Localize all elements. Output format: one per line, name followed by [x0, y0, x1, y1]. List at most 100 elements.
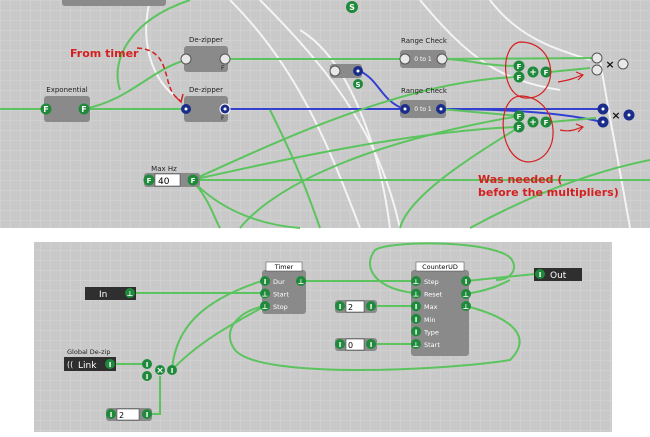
int-glyph: I: [465, 278, 468, 286]
max-hz-value: 40: [158, 177, 170, 187]
multiplier-bottom-node[interactable]: I I × I: [142, 359, 177, 381]
counter-port-label: Step: [424, 278, 439, 286]
float-glyph: F: [517, 63, 522, 71]
counter-port-min[interactable]: [411, 313, 421, 324]
global-dezip-label: Global De-zip: [67, 348, 111, 356]
int-glyph: I: [110, 411, 113, 419]
small-dezip-node[interactable]: S: [329, 64, 363, 89]
dezipper-upper-label: De-zipper: [189, 36, 223, 44]
counter-output-port-3[interactable]: [461, 301, 471, 311]
int-glyph: I: [146, 411, 149, 419]
range-upper-value: 0 to 1: [414, 56, 432, 63]
multiplier-lower-node[interactable]: ×: [597, 103, 635, 128]
int-value-node-a[interactable]: I 2 I: [335, 300, 377, 313]
small-dezip-sample-port[interactable]: [353, 79, 363, 89]
max-hz-output-port[interactable]: [187, 174, 199, 186]
int-value-a-output[interactable]: [366, 301, 376, 311]
counter-port-label: Type: [423, 328, 439, 336]
counter-port-type[interactable]: [411, 326, 421, 337]
out-input-port[interactable]: [535, 269, 545, 279]
counter-output-port-1[interactable]: [461, 276, 471, 286]
trigger-glyph: ⊥: [298, 278, 304, 286]
float-glyph: F: [221, 115, 225, 122]
exponential-label: Exponential: [46, 86, 87, 94]
dezipper-upper-node[interactable]: De-zipper F: [180, 36, 231, 72]
port-glyph: ⊥: [413, 341, 419, 349]
counter-port-label: Max: [424, 303, 438, 311]
from-timer-arrow: [136, 47, 181, 101]
int-value-b-output[interactable]: [142, 409, 152, 419]
int-glyph: I: [146, 373, 149, 381]
counter-port-start[interactable]: [411, 339, 421, 349]
int-value-a-field[interactable]: [345, 300, 365, 313]
from-timer-annotation: From timer: [70, 47, 139, 60]
int-glyph: I: [146, 361, 149, 369]
int-value-node-b[interactable]: I 2 I: [106, 408, 152, 421]
times-icon: ×: [611, 109, 620, 122]
port-glyph: I: [264, 278, 267, 286]
counter-port-reset[interactable]: [411, 288, 421, 299]
float-glyph: F: [517, 113, 522, 121]
times-icon: ×: [605, 58, 614, 71]
port-glyph: I: [415, 316, 418, 324]
dezipper-lower-node[interactable]: De-zipper F: [181, 86, 231, 122]
int-glyph: I: [171, 367, 174, 375]
adder-upper-node[interactable]: F F + F: [513, 60, 552, 83]
adder-lower-node[interactable]: F F + F: [513, 110, 552, 133]
partial-node[interactable]: [62, 0, 166, 6]
port-glyph: ⊥: [413, 291, 419, 299]
int-glyph: I: [370, 303, 373, 311]
timer-title: Timer: [274, 263, 294, 271]
plus-icon: +: [529, 118, 537, 128]
dezipper-lower-label: De-zipper: [189, 86, 223, 94]
sample-glyph: S: [349, 3, 355, 12]
counter-port-step[interactable]: [411, 276, 421, 286]
max-hz-value-field[interactable]: [154, 173, 181, 187]
range-lower-value: 0 to 1: [414, 106, 432, 113]
range-upper-input-port[interactable]: [399, 53, 411, 65]
plus-icon: +: [529, 68, 537, 78]
int-value-c: 0: [348, 341, 353, 350]
in-label: In: [99, 290, 107, 300]
range-check-lower-node[interactable]: Range Check 0 to 1: [400, 87, 448, 118]
float-glyph: F: [43, 105, 48, 114]
int-value-c-output[interactable]: [366, 339, 376, 349]
bottom-wires: [113, 242, 536, 415]
range-check-upper-node[interactable]: Range Check 0 to 1: [399, 37, 448, 68]
global-dezip-node[interactable]: Global De-zip (( Link I: [64, 348, 116, 371]
trigger-glyph: ⊥: [463, 303, 469, 311]
timer-port-start[interactable]: [260, 288, 270, 299]
int-value-c-field[interactable]: [345, 338, 365, 351]
exponential-node[interactable]: Exponential F F: [40, 86, 91, 122]
timer-output-port[interactable]: [296, 276, 306, 286]
counter-port-max[interactable]: [411, 301, 421, 312]
exponential-input-port[interactable]: [40, 103, 52, 115]
top-sample-port[interactable]: [346, 1, 358, 13]
in-node[interactable]: In ⊥: [85, 287, 136, 300]
dezipper-upper-input-port[interactable]: [180, 53, 192, 65]
int-value-node-c[interactable]: I 0 I: [335, 338, 377, 351]
out-node[interactable]: I Out: [534, 268, 582, 281]
counter-output-port-2[interactable]: [461, 289, 471, 299]
int-glyph: I: [109, 361, 112, 369]
timer-port-label: Start: [273, 291, 289, 299]
exponential-output-port[interactable]: [78, 103, 90, 115]
int-value-b-field[interactable]: [116, 408, 140, 421]
float-glyph: F: [544, 119, 549, 127]
dezipper-upper-output-port[interactable]: [219, 53, 231, 65]
port-glyph: ⊥: [413, 278, 419, 286]
global-dezip-output-port[interactable]: [105, 359, 115, 369]
timer-port-stop[interactable]: [260, 301, 270, 311]
timer-port-dur[interactable]: [260, 276, 270, 286]
port-glyph: ⊥: [262, 303, 268, 311]
max-hz-node[interactable]: Max Hz F 40 F: [143, 165, 201, 187]
multiplier-upper-node[interactable]: ×: [591, 52, 629, 76]
range-upper-output-port[interactable]: [436, 53, 448, 65]
int-glyph: I: [539, 271, 542, 279]
multiplier-output-port[interactable]: [167, 365, 177, 375]
small-dezip-input-port[interactable]: [329, 65, 341, 77]
in-output-port[interactable]: [125, 288, 135, 298]
